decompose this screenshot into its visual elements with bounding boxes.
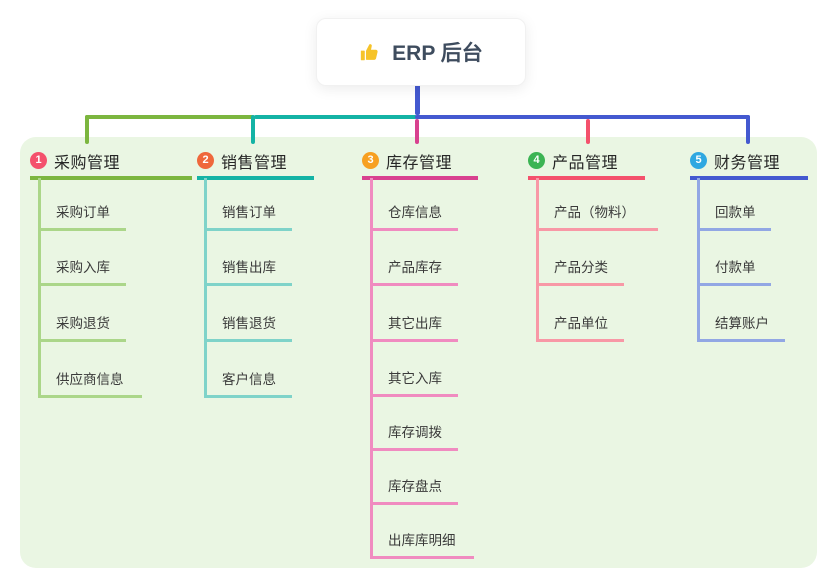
branch-3-badge: 3 (362, 152, 379, 169)
branch-2-label: 销售管理 (221, 154, 288, 172)
connector-bus-purchase (85, 115, 254, 119)
child-node[interactable]: 回款单 (697, 203, 771, 231)
branch-4-badge: 4 (528, 152, 545, 169)
child-node[interactable]: 库存调拨 (370, 423, 458, 451)
branch-5-finance-title[interactable]: 5 财务管理 (690, 147, 808, 180)
child-node[interactable]: 库存盘点 (370, 477, 458, 505)
connector-bus-sales (254, 115, 417, 119)
branches-panel (20, 137, 817, 568)
rail-finance (697, 178, 700, 341)
connector-drop-inventory (415, 119, 419, 144)
branch-4-product-title[interactable]: 4 产品管理 (528, 147, 645, 180)
child-node[interactable]: 采购入库 (38, 258, 126, 286)
child-node[interactable]: 销售出库 (204, 258, 292, 286)
rail-inventory (370, 178, 373, 558)
child-node[interactable]: 其它出库 (370, 314, 458, 342)
child-node[interactable]: 产品单位 (536, 314, 624, 342)
root-node[interactable]: ERP 后台 (316, 18, 526, 86)
child-node[interactable]: 产品库存 (370, 258, 458, 286)
child-node[interactable]: 客户信息 (204, 370, 292, 398)
branch-5-badge: 5 (690, 152, 707, 169)
rail-sales (204, 178, 207, 397)
connector-root-stem (415, 84, 420, 115)
child-node[interactable]: 付款单 (697, 258, 771, 286)
child-node[interactable]: 供应商信息 (38, 370, 142, 398)
child-node[interactable]: 采购订单 (38, 203, 126, 231)
connector-drop-product (586, 119, 590, 144)
connector-drop-finance (746, 115, 750, 144)
connector-bus-finance (415, 115, 750, 119)
rail-purchase (38, 178, 41, 397)
branch-1-label: 采购管理 (54, 154, 121, 172)
branch-4-label: 产品管理 (552, 154, 619, 172)
branch-1-purchase-title[interactable]: 1 采购管理 (30, 147, 192, 180)
branch-1-badge: 1 (30, 152, 47, 169)
branch-3-label: 库存管理 (386, 154, 453, 172)
child-node[interactable]: 出库库明细 (370, 531, 474, 559)
child-node[interactable]: 销售订单 (204, 203, 292, 231)
branch-5-label: 财务管理 (714, 154, 781, 172)
child-node[interactable]: 销售退货 (204, 314, 292, 342)
child-node[interactable]: 结算账户 (697, 314, 785, 342)
branch-3-inventory-title[interactable]: 3 库存管理 (362, 147, 478, 180)
branch-2-sales-title[interactable]: 2 销售管理 (197, 147, 314, 180)
child-node[interactable]: 产品分类 (536, 258, 624, 286)
child-node[interactable]: 采购退货 (38, 314, 126, 342)
child-node[interactable]: 产品（物料） (536, 203, 658, 231)
thumbs-up-icon (359, 41, 381, 63)
child-node[interactable]: 其它入库 (370, 369, 458, 397)
root-label: ERP 后台 (392, 42, 483, 65)
connector-drop-purchase (85, 115, 89, 144)
child-node[interactable]: 仓库信息 (370, 203, 458, 231)
branch-2-badge: 2 (197, 152, 214, 169)
connector-drop-sales (251, 115, 255, 144)
rail-product (536, 178, 539, 341)
